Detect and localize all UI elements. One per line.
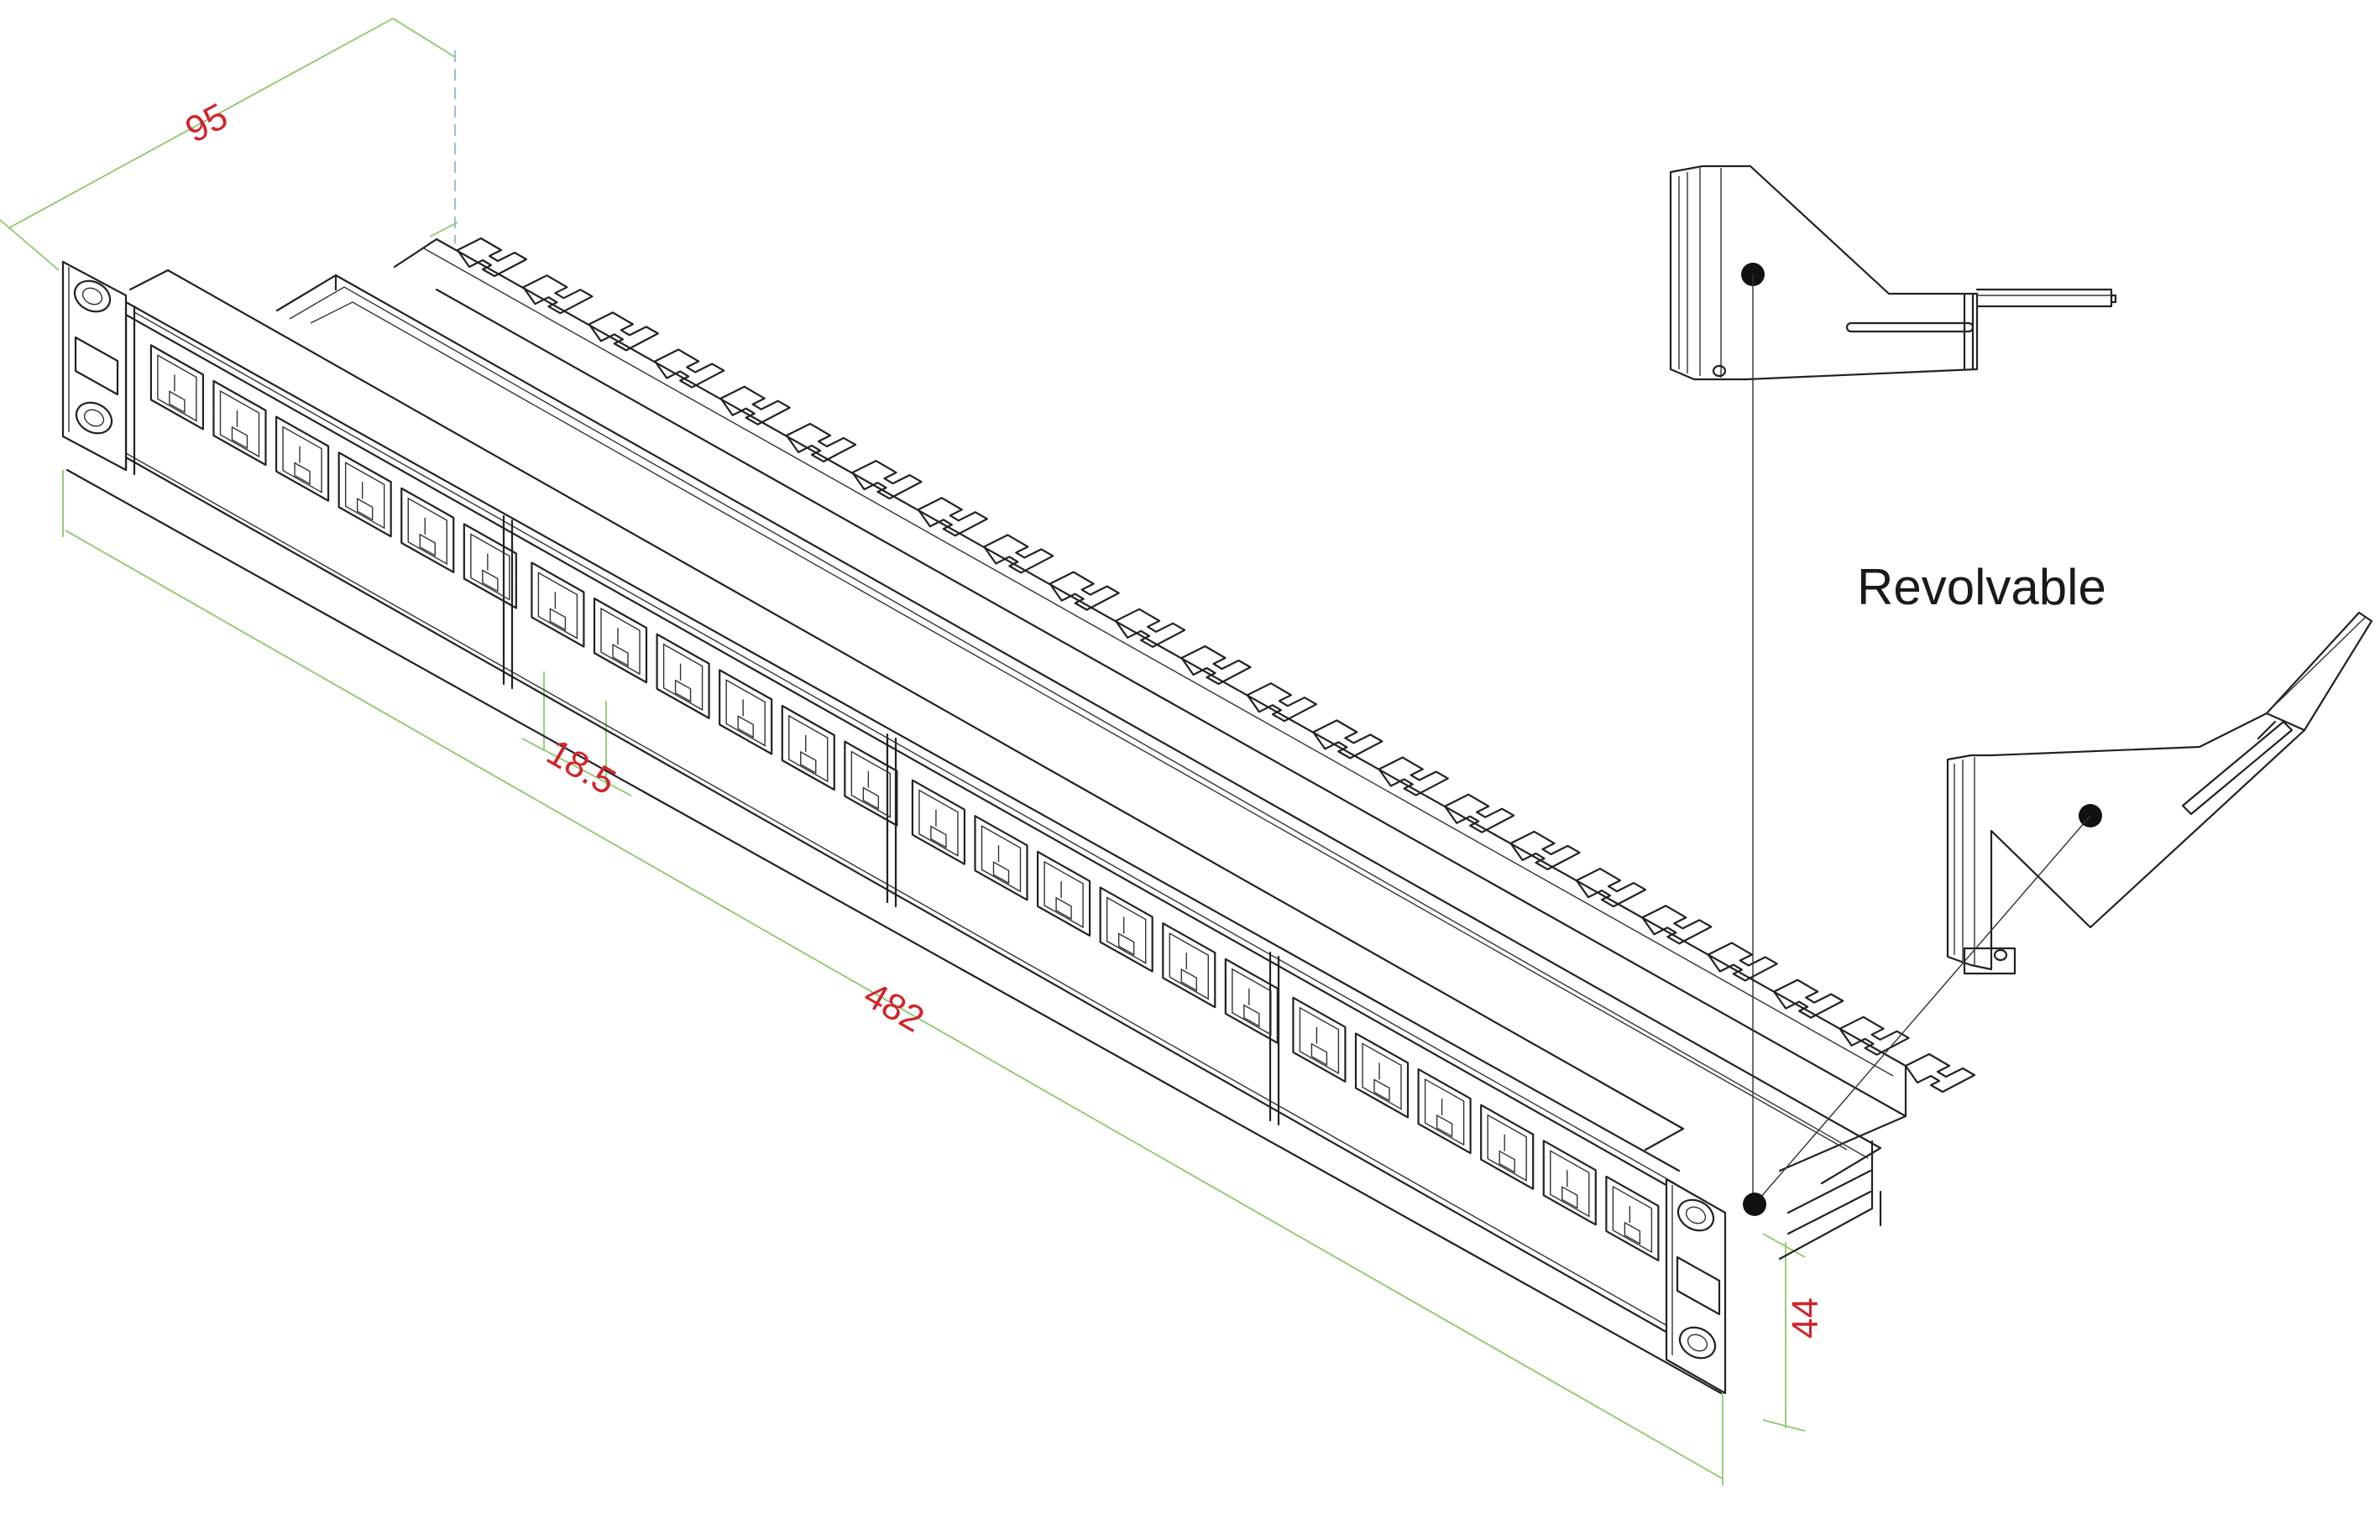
module-divider	[1268, 951, 1280, 1126]
keystone-port	[593, 598, 648, 684]
module-divider	[886, 733, 897, 908]
revolvable-label: Revolvable	[1857, 559, 2106, 615]
cable-slot	[1839, 1015, 1910, 1056]
keystone-port	[1605, 1175, 1660, 1262]
patch-panel-body	[65, 269, 1882, 1395]
keystone-port	[1224, 958, 1279, 1044]
depth-dimension-label: 95	[179, 96, 234, 151]
cable-slot	[654, 348, 725, 389]
keystone-port	[1162, 922, 1216, 1009]
keystone-port	[1099, 886, 1153, 973]
cable-slot	[1904, 1052, 1976, 1094]
cable-slot	[785, 422, 857, 463]
keystone-port	[1480, 1104, 1535, 1190]
keystone-port	[1354, 1032, 1410, 1119]
cable-slot	[983, 534, 1054, 574]
cable-slot	[456, 237, 528, 278]
keystone-port	[719, 669, 773, 755]
side-view-upright	[1669, 164, 2117, 381]
cable-slot	[1509, 830, 1581, 871]
cable-management-bar	[393, 237, 1976, 1261]
cable-slot	[588, 311, 659, 352]
keystone-port	[400, 487, 455, 573]
keystone-port	[149, 344, 204, 431]
pitch-dimension-label: 18.5	[540, 732, 623, 803]
module-divider	[124, 300, 136, 476]
keystone-port	[275, 415, 330, 502]
keystone-port	[1417, 1068, 1472, 1155]
cable-slot	[1707, 942, 1778, 982]
cable-slot	[917, 497, 988, 537]
keystone-port	[844, 740, 898, 827]
cable-slot	[522, 274, 594, 315]
side-view-rotated	[1946, 611, 2373, 975]
dimension-lines	[0, 18, 1806, 1485]
cable-slot	[1773, 979, 1844, 1019]
rack-ear-left	[61, 260, 128, 472]
cable-slot	[719, 385, 791, 425]
cable-slot	[1444, 793, 1515, 833]
cable-slot	[1641, 905, 1713, 945]
keystone-port	[531, 561, 585, 648]
pivot-dot-panel	[1743, 1193, 1766, 1216]
cable-slot	[1378, 756, 1449, 796]
keystone-port	[1542, 1140, 1597, 1226]
cable-slot	[1312, 719, 1384, 760]
height-dimension-label: 44	[1785, 1297, 1826, 1339]
cable-slot	[1180, 645, 1252, 686]
width-dimension-label: 482	[857, 974, 931, 1041]
keystone-port	[911, 779, 966, 865]
cable-slot	[1246, 682, 1318, 723]
keystone-port	[781, 704, 835, 791]
cable-slot	[1575, 867, 1647, 908]
pivot-leader-lines	[1743, 274, 2091, 1216]
cable-slot	[1049, 571, 1120, 611]
keystone-port	[1292, 996, 1347, 1083]
keystone-port	[463, 523, 517, 609]
keystone-port	[656, 633, 710, 719]
cable-slot	[1114, 608, 1186, 648]
keystone-port	[1036, 850, 1091, 937]
rack-ear-right	[1665, 1177, 1727, 1395]
keystone-port	[212, 379, 267, 467]
cable-slot	[851, 459, 923, 500]
keystone-port	[974, 815, 1028, 901]
keystone-port	[337, 452, 392, 538]
